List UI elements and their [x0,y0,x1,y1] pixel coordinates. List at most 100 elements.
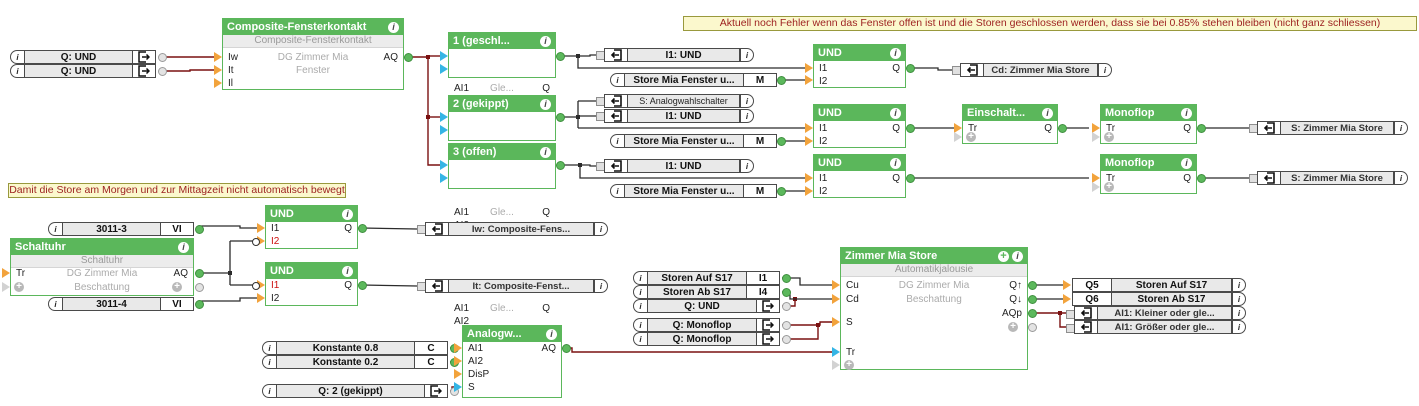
input-ref-q-monoflop-1[interactable]: i Q: Monoflop [633,318,780,332]
input-connector-i1[interactable] [805,123,813,133]
input-ref-store-mia-fenster-1[interactable]: i Store Mia Fenster u... M [610,73,777,87]
ref-input-connector[interactable] [1063,280,1071,290]
output-connector-q[interactable] [556,161,565,170]
output-connector-aq[interactable] [404,53,413,62]
output-ref-s-zimmer-mia-store-2[interactable]: S: Zimmer Mia Store i [1257,171,1408,185]
input-ref-q-und-store[interactable]: i Q: UND [633,299,780,313]
input-connector-i1[interactable] [257,223,265,233]
block-analogwahlschalter[interactable]: Analogw...i AI1 AI2 DisP S AQ [462,325,562,398]
ref-input-connector[interactable] [1063,294,1071,304]
info-icon[interactable]: i [540,146,551,158]
block-fenster-gekippt[interactable]: 2 (gekippt)i AI1 AI2 Gle... Q [448,95,556,231]
input-ref-q-und-2[interactable]: i Q: UND [10,64,156,78]
input-ref-3011-3[interactable]: i 3011-3 VI [48,222,194,236]
block-zimmer-mia-store[interactable]: Zimmer Mia Store+i Automatikjalousie Cu … [840,247,1028,370]
input-connector-i2[interactable] [805,75,813,85]
output-connector-q[interactable] [906,64,915,73]
output-ref-ai1-kleiner[interactable]: AI1: Kleiner oder gle... i [1074,306,1246,320]
expand-connector[interactable] [954,132,962,142]
ref-connector[interactable] [195,300,204,309]
info-icon[interactable]: i [890,47,901,59]
input-connector-iw[interactable] [214,52,222,62]
output-ref-ai1-groesser[interactable]: AI1: Größer oder gle... i [1074,320,1246,334]
input-connector-it[interactable] [214,65,222,75]
input-connector-tr[interactable] [954,123,962,133]
input-connector-tr[interactable] [2,268,10,278]
info-icon[interactable]: i [540,98,551,110]
input-connector-i2[interactable] [257,293,265,303]
expand-plus-icon[interactable]: + [172,282,182,292]
ref-connector[interactable] [782,288,791,297]
output-ref-iw-composite[interactable]: Iw: Composite-Fens... i [425,222,608,236]
input-connector-cu[interactable] [832,280,840,290]
expand-plus-icon[interactable]: + [966,132,976,142]
output-ref-s-analogwahlschalter[interactable]: S: Analogwahlschalter i [604,94,754,108]
output-connector-q[interactable] [358,224,367,233]
info-icon[interactable]: i [178,241,189,253]
output-connector-q[interactable] [358,281,367,290]
input-connector-ai2[interactable] [454,356,462,366]
input-connector-ai2[interactable] [440,125,448,135]
info-icon[interactable]: i [1181,107,1192,119]
input-connector-disp[interactable] [454,369,462,379]
output-connector-q[interactable] [1058,124,1067,133]
info-icon[interactable]: i [890,157,901,169]
output-ref-storen-auf-s17[interactable]: Q5 Storen Auf S17 i [1072,278,1246,292]
ref-connector[interactable] [777,137,786,146]
output-ref-storen-ab-s17[interactable]: Q6 Storen Ab S17 i [1072,292,1246,306]
ref-connector[interactable] [777,187,786,196]
input-connector-ai1[interactable] [454,343,462,353]
input-connector-i1[interactable] [257,280,265,290]
ref-connector[interactable] [158,67,167,76]
info-icon[interactable]: i [1012,250,1023,262]
ref-connector[interactable] [777,76,786,85]
input-connector-ai1[interactable] [440,51,448,61]
output-ref-cd-zimmer-mia-store[interactable]: Cd: Zimmer Mia Store i [960,63,1112,77]
input-ref-q-2-gekippt[interactable]: i Q: 2 (gekippt) [262,384,448,398]
ref-connector[interactable] [195,225,204,234]
output-connector-q[interactable] [556,113,565,122]
ref-connector[interactable] [782,302,791,311]
ref-connector[interactable] [782,335,791,344]
output-connector-q[interactable] [556,52,565,61]
input-ref-storen-auf-s17[interactable]: i Storen Auf S17 I1 [633,271,780,285]
expand-plus-icon[interactable]: + [14,282,24,292]
ref-connector[interactable] [782,321,791,330]
input-ref-q-und-1[interactable]: i Q: UND [10,50,156,64]
output-connector-aq[interactable] [562,344,571,353]
output-ref-i1-und-3[interactable]: I1: UND i [604,159,754,173]
block-fenster-geschlossen[interactable]: 1 (geschl...i AI1 AI2 Gle... Q [448,32,556,107]
info-icon[interactable]: i [1181,157,1192,169]
input-ref-konstante-02[interactable]: i Konstante 0.2 C [262,355,448,369]
input-connector-ai2[interactable] [440,64,448,74]
info-icon[interactable]: i [546,328,557,340]
input-connector-i2[interactable] [257,236,265,246]
expand-connector[interactable] [2,282,10,292]
input-ref-store-mia-fenster-3[interactable]: i Store Mia Fenster u... M [610,184,777,198]
output-connector-aqp[interactable] [1028,309,1037,318]
output-ref-s-zimmer-mia-store-1[interactable]: S: Zimmer Mia Store i [1257,121,1408,135]
add-icon[interactable]: + [998,250,1009,262]
block-fenster-offen[interactable]: 3 (offen)i AI1 AI2 Gle... Q [448,143,556,327]
output-connector-q[interactable] [1197,124,1206,133]
output-connector-expand[interactable] [1028,323,1037,332]
info-icon[interactable]: i [540,35,551,47]
input-connector-tr[interactable] [1092,123,1100,133]
input-connector-tr[interactable] [1092,173,1100,183]
input-connector-s[interactable] [454,382,462,392]
output-ref-it-composite[interactable]: It: Composite-Fenst... i [425,279,608,293]
output-ref-i1-und-1[interactable]: I1: UND i [604,48,754,62]
expand-connector[interactable] [832,360,840,370]
input-connector-i1[interactable] [805,173,813,183]
input-connector-ai1[interactable] [440,160,448,170]
input-ref-3011-4[interactable]: i 3011-4 VI [48,297,194,311]
info-icon[interactable]: i [388,21,399,33]
